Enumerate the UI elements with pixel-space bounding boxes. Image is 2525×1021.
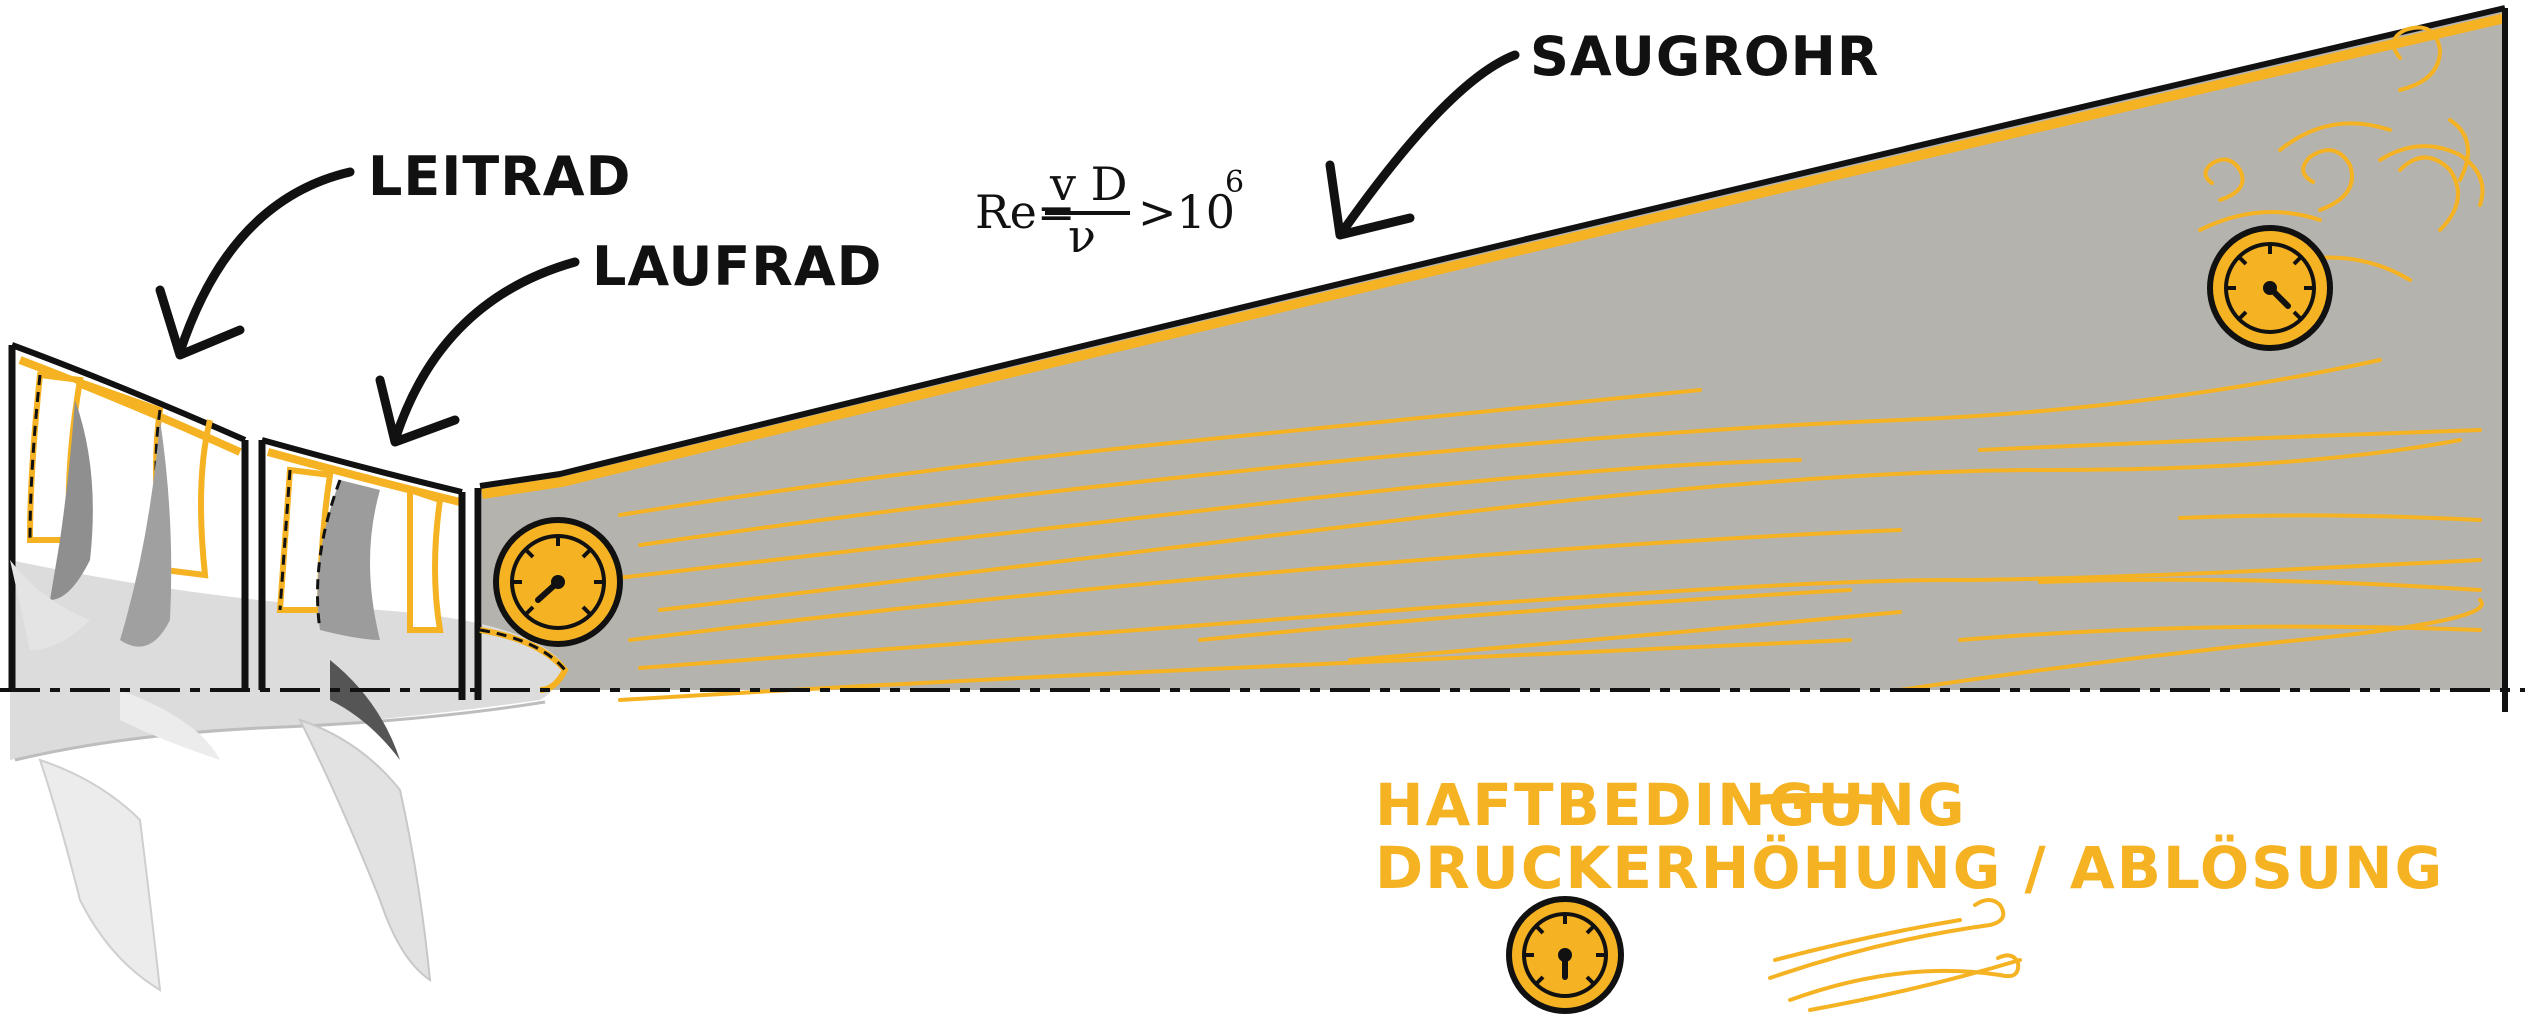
arrow-icon (375, 257, 580, 447)
label-saugrohr: SAUGROHR (1530, 25, 1879, 88)
legend-haftbedingung-line (1750, 793, 1883, 805)
formula-numerator: v D (1049, 157, 1128, 211)
runner-section (258, 437, 569, 700)
label-leitrad: LEITRAD (368, 145, 631, 208)
reynolds-formula: Re= v D ν >10 6 (975, 157, 1244, 263)
lower-blades (38, 660, 432, 992)
legend-druckerhoehung: DRUCKERHÖHUNG / ABLÖSUNG (1375, 833, 2444, 902)
legend-swirl-icon (1768, 898, 2022, 1012)
draft-tube-body (482, 10, 2505, 690)
legend-haftbedingung: HAFTBEDINGUNG (1375, 771, 1967, 839)
formula-relation: >10 (1138, 185, 1235, 239)
arrow-icon (155, 167, 355, 360)
label-laufrad: LAUFRAD (592, 235, 882, 298)
draft-tube (479, 5, 2508, 712)
arrow-icon (1325, 50, 1520, 240)
turbulence-swirl-icon (2198, 25, 2485, 282)
guide-vane-section (8, 342, 249, 690)
draft-tube-wall (479, 5, 2506, 489)
formula-denominator: ν (1068, 209, 1096, 263)
pressure-gauge-icon (493, 517, 623, 647)
legend: HAFTBEDINGUNG DRUCKERHÖHUNG / ABLÖSUNG (1375, 771, 2444, 1012)
pressure-gauge-icon (2207, 225, 2333, 351)
pressure-gauge-icon (1506, 896, 1624, 1014)
formula-exponent: 6 (1225, 165, 1244, 200)
boundary-layer-top (481, 13, 2507, 499)
